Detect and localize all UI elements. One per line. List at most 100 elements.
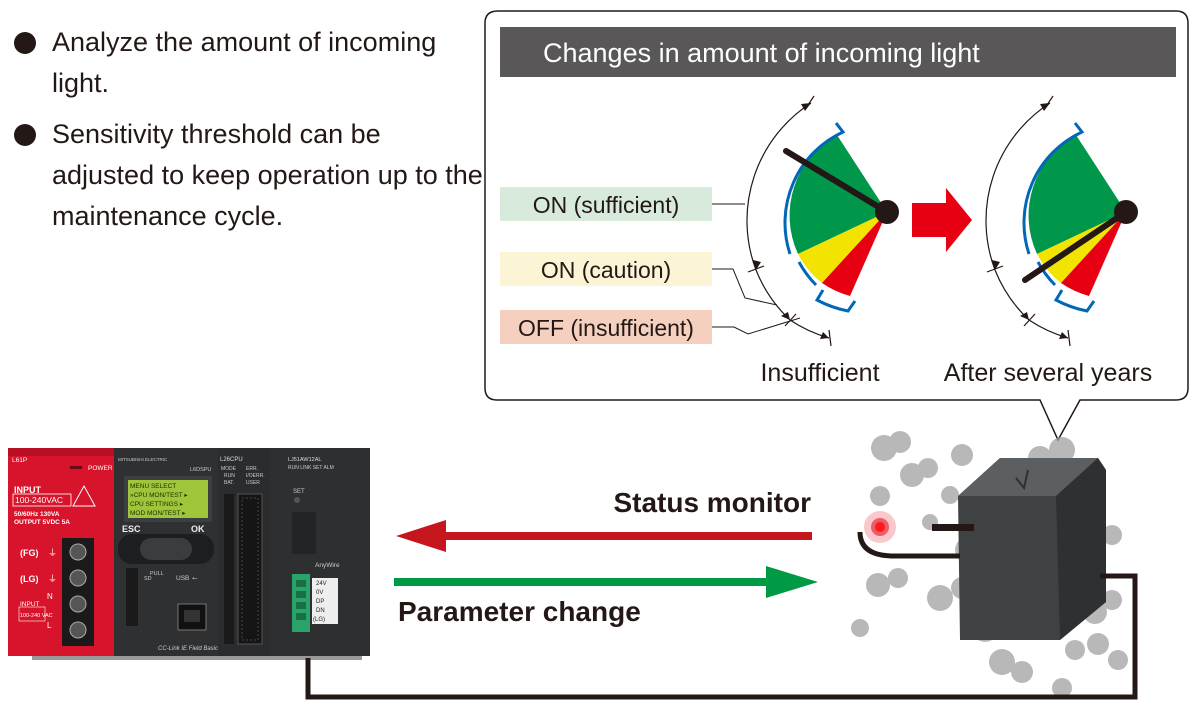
cpu-status-led-label: I/OERR. <box>246 473 265 479</box>
parameter-change-arrowhead-icon <box>766 566 818 598</box>
cpu-status-led-label: MODE <box>221 466 237 472</box>
brand-logo: MITSUBISHI ELECTRIC <box>118 457 168 462</box>
cc-link-logo: CC-Link IE Field Basic <box>158 646 218 652</box>
gauge-caption-after: After several years <box>944 359 1152 387</box>
power-input-label: INPUT <box>14 485 42 495</box>
status-monitor-arrowhead-icon <box>396 520 446 552</box>
terminal-label: 0V <box>316 590 323 596</box>
gauge-zone-insufficient <box>1061 212 1126 296</box>
anywire-connection-cable <box>305 573 1138 700</box>
gauge-scale-insufficient <box>1053 289 1096 313</box>
label-off-insufficient: OFF (insufficient) <box>518 315 694 341</box>
display-module: MITSUBISHI ELECTRIC L6DSPU MENU SELECT »… <box>114 448 218 656</box>
sensor-notch <box>1015 469 1029 491</box>
gauge-needle <box>783 148 890 215</box>
lcd-line: MENU SELECT <box>130 483 176 490</box>
gauge-tick <box>1067 329 1071 347</box>
gauge-tick <box>1023 313 1036 327</box>
power-module: L61P POWER INPUT 100-240VAC 50/60Hz 130V… <box>8 448 114 656</box>
gauge-tick <box>986 265 1004 273</box>
sensor-top-face <box>958 458 1098 496</box>
power-module-top <box>8 448 114 456</box>
lcd-line: CPU SETTINGS ▸ <box>130 501 184 508</box>
terminal-screw-icon <box>69 543 87 561</box>
terminal-screw-icon <box>69 621 87 639</box>
gauge-tick <box>747 265 765 273</box>
gauge-scale-insufficient <box>814 289 857 313</box>
gauge-zone-sufficient <box>1028 135 1126 254</box>
terminal-pin <box>296 602 306 609</box>
communication-arrows: Status monitor Parameter change <box>394 487 818 627</box>
bullet-dot-icon <box>14 32 36 54</box>
anywire-module-body <box>270 448 370 656</box>
gauge-pivot <box>1114 200 1138 224</box>
bullet-item: Analyze the amount of incoming light. <box>14 22 484 104</box>
cpu-status-led-label: BAT. <box>224 480 234 486</box>
label-on-caution-bg <box>500 252 712 286</box>
sensor-fiber-cable <box>857 531 960 559</box>
anywire-leds: RUN LINK SET ALM <box>288 465 334 471</box>
plc-unit: L61P POWER INPUT 100-240VAC 50/60Hz 130V… <box>8 448 370 660</box>
terminal-label: DN <box>316 608 325 614</box>
gauge-zone-insufficient <box>822 212 887 296</box>
red-emitter-light-icon <box>875 522 885 532</box>
lcd-line: MOD MON/TEST ▸ <box>130 510 186 517</box>
anywire-front-panel <box>292 512 316 554</box>
set-button-icon <box>294 497 300 503</box>
callout: Changes in amount of incoming light ON (… <box>484 10 1189 442</box>
terminal-fg-label: (FG) <box>20 548 39 558</box>
gauge-range-arc <box>985 102 1051 271</box>
anywire-module: LJ51AW12AL RUN LINK SET ALM SET AnyWire … <box>270 448 370 656</box>
gauge-tick <box>828 329 832 347</box>
power-led <box>70 466 82 469</box>
warning-icon <box>72 484 96 507</box>
bullet-text: Sensitivity threshold can be adjusted to… <box>52 119 483 231</box>
power-input-range-box <box>12 493 72 507</box>
label-on-sufficient: ON (sufficient) <box>533 192 680 218</box>
navigation-center-button <box>140 538 192 560</box>
ground-icon: ⏚ <box>48 574 57 584</box>
terminal-pin <box>296 613 306 620</box>
gauge-scale-sufficient <box>783 122 846 255</box>
set-label: SET <box>293 489 305 495</box>
terminal-l-label: L <box>47 621 52 630</box>
terminal-screw-icon <box>69 595 87 613</box>
arrowhead-icon <box>992 260 1000 270</box>
sd-label: SD <box>144 576 152 582</box>
cpu-module-model: L26CPU <box>220 457 243 463</box>
gauge-current: Insufficient <box>746 95 899 387</box>
callout-title-bar <box>500 27 1176 77</box>
cpu-status-led-label: USER <box>246 480 260 486</box>
sd-card-slot <box>126 568 138 626</box>
feature-bullets: Analyze the amount of incoming light. Se… <box>14 22 484 247</box>
gauge-scale-caution <box>1036 261 1057 287</box>
anywire-module-model: LJ51AW12AL <box>288 457 321 463</box>
pull-label: PULL <box>150 571 164 577</box>
power-module-body <box>8 448 114 656</box>
power-led-label: POWER <box>88 465 113 472</box>
gauge-after-years: After several years <box>944 95 1152 387</box>
gauge-tick <box>805 95 815 109</box>
input-box-title: INPUT <box>20 601 40 608</box>
terminal-n-label: N <box>47 592 53 601</box>
input-box-range: 100-240 VAC <box>20 613 53 619</box>
ok-label: OK <box>191 524 205 534</box>
arrowhead-icon <box>781 312 790 320</box>
sensor-scene <box>851 431 1128 698</box>
power-spec-line1: 50/60Hz 130VA <box>14 511 60 518</box>
parameter-change-label: Parameter change <box>398 596 641 627</box>
bullet-dot-icon <box>14 124 36 146</box>
label-on-caution: ON (caution) <box>541 257 671 283</box>
leader-line-off-insufficient <box>712 317 801 335</box>
display-module-model: L6DSPU <box>190 467 211 473</box>
gauge-zone-caution <box>798 212 887 283</box>
bullet-text: Analyze the amount of incoming light. <box>52 27 437 98</box>
label-off-insufficient-bg <box>500 310 712 344</box>
label-on-sufficient-bg <box>500 187 712 221</box>
callout-title: Changes in amount of incoming light <box>543 38 980 68</box>
power-input-range: 100-240VAC <box>15 495 63 505</box>
usb-label: USB <box>176 575 189 582</box>
cpu-status-led-label: RUN <box>224 473 235 479</box>
gauge-tick <box>1044 95 1054 109</box>
